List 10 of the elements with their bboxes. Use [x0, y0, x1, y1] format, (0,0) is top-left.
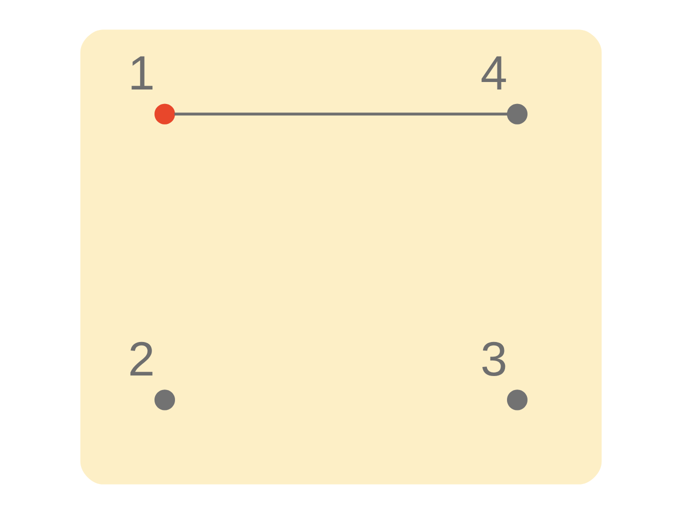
node-circle	[506, 104, 528, 124]
cluster	[80, 30, 602, 484]
node-label: 4	[480, 46, 508, 101]
node-label: 2	[128, 332, 155, 386]
connector	[174, 112, 508, 116]
node-circle	[154, 390, 176, 410]
node-circle	[154, 104, 176, 124]
node-label: 1	[128, 46, 155, 101]
node-label: 3	[480, 332, 508, 386]
node-circle	[506, 390, 528, 410]
